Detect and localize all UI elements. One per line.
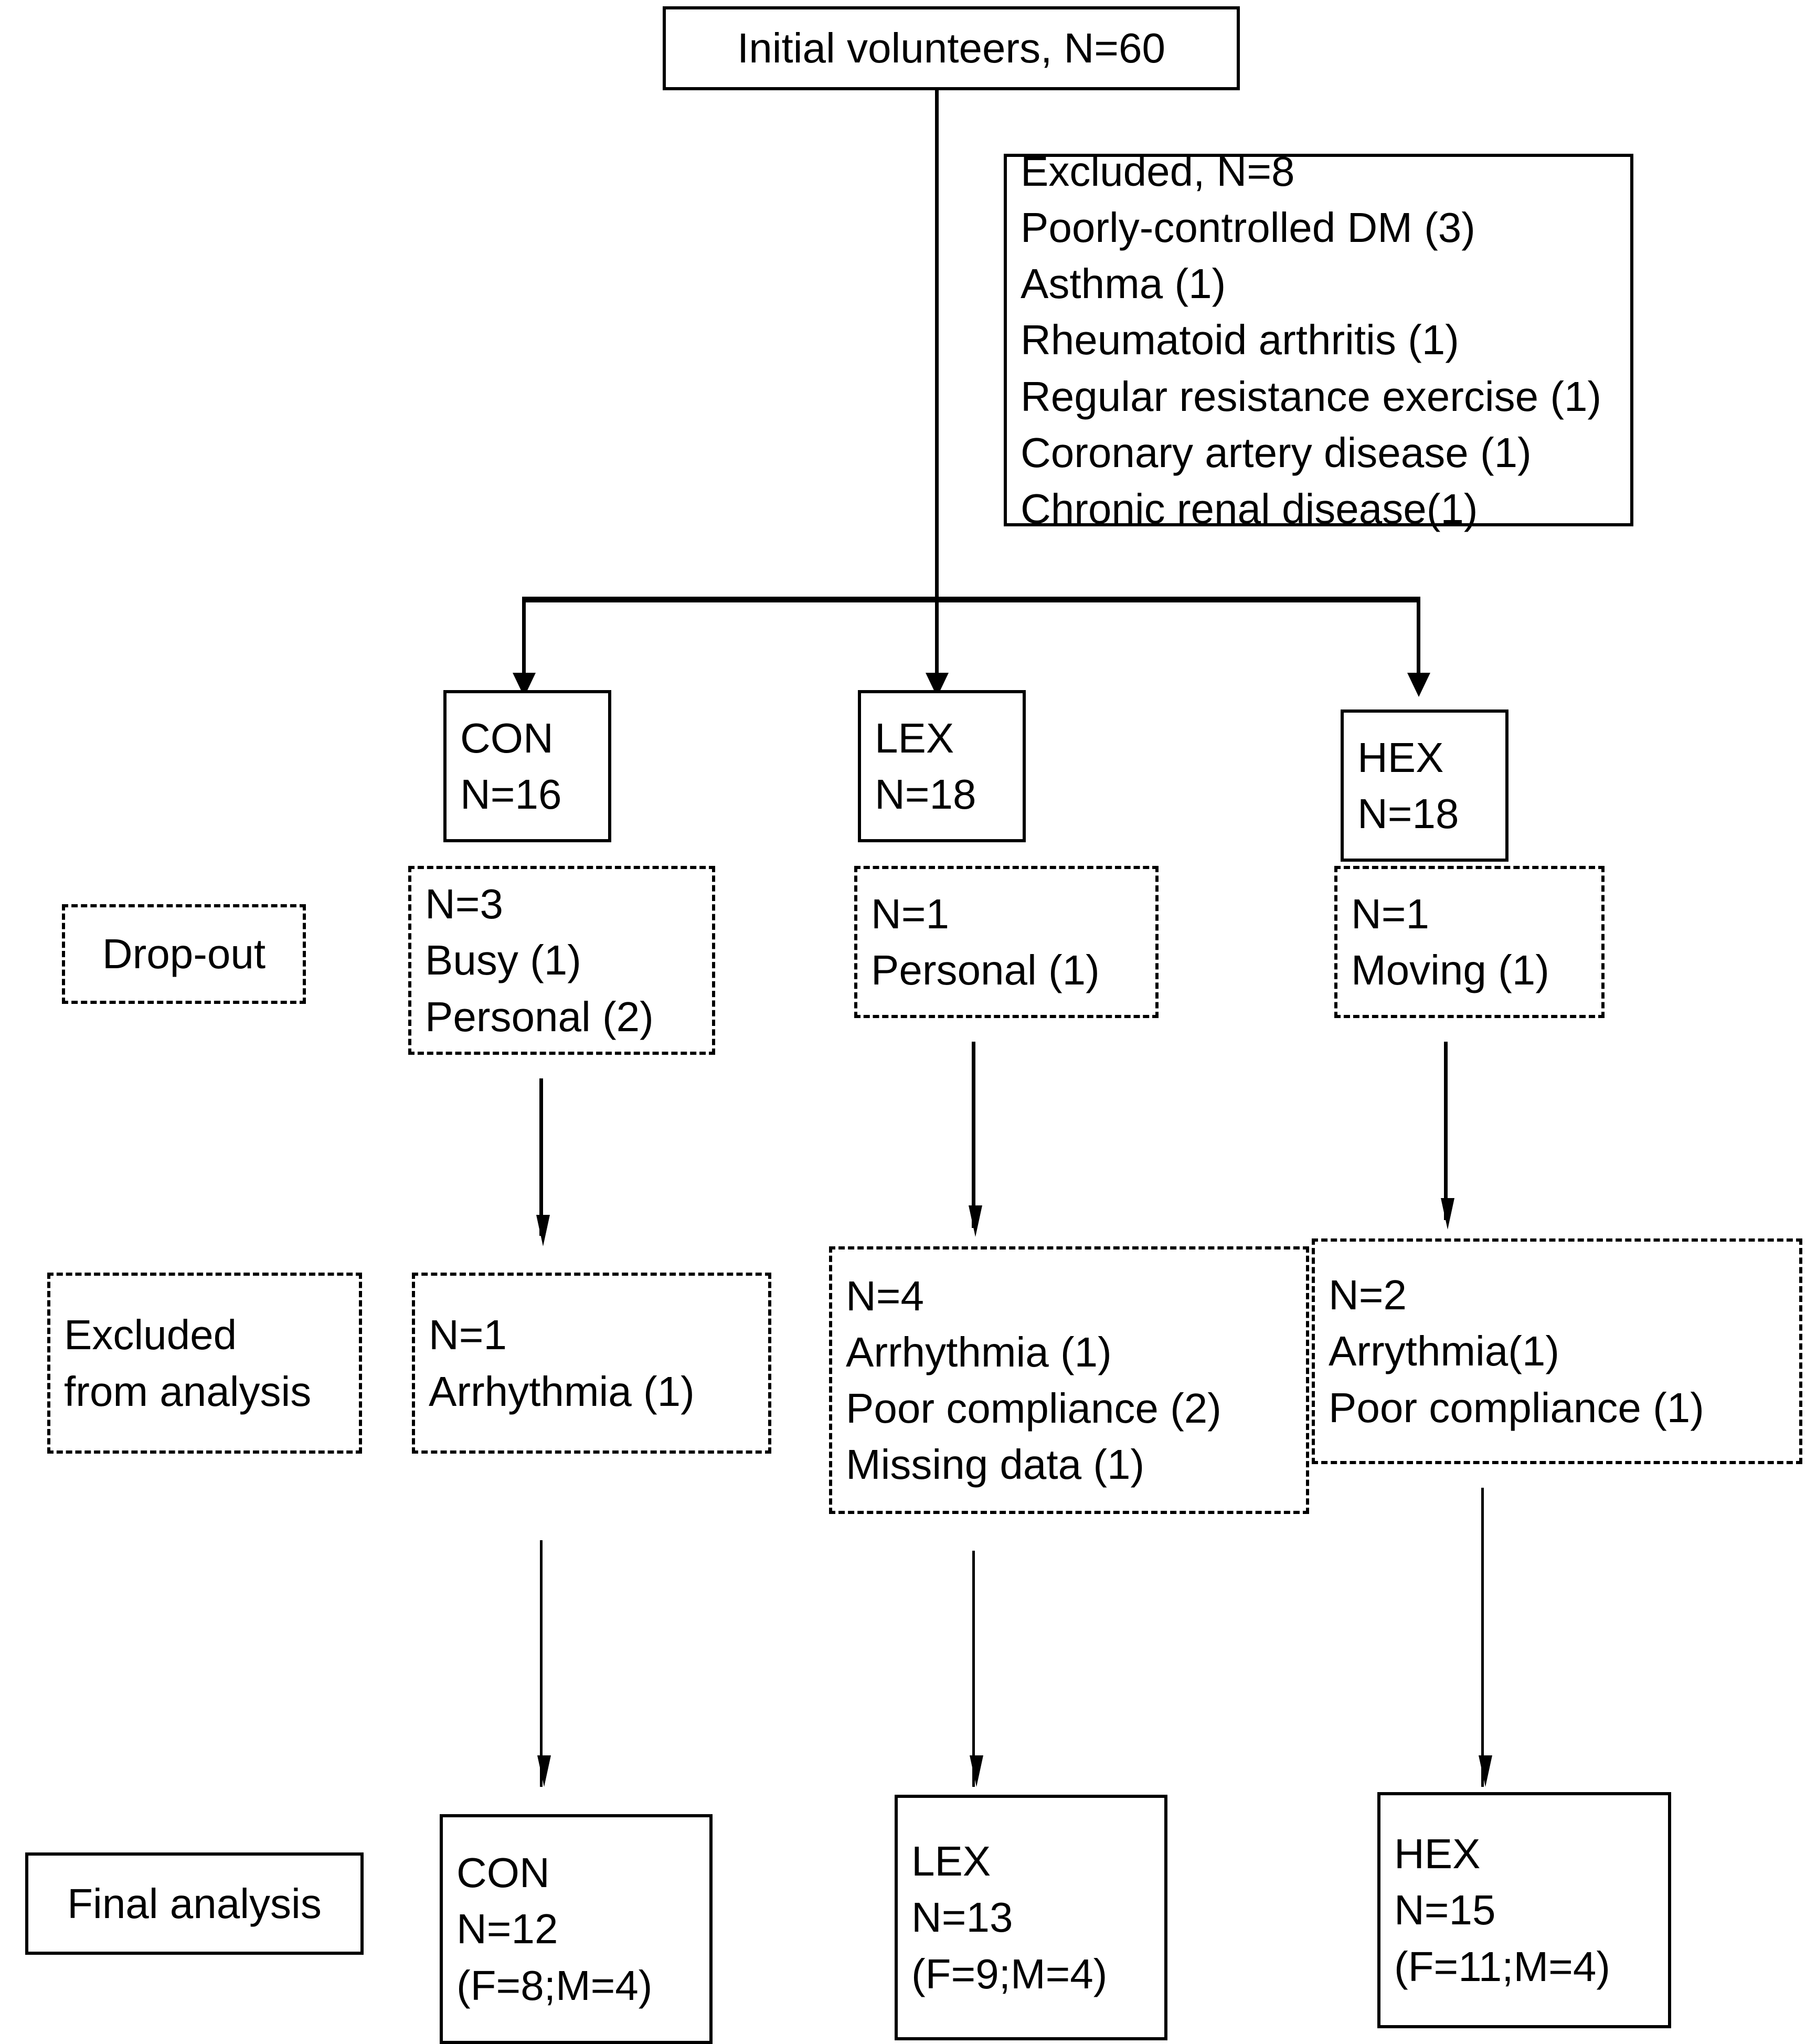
- group-box-lex: LEX N=18: [858, 690, 1026, 842]
- connector-to-con: [522, 597, 526, 685]
- arrowhead-con-final: [537, 1755, 551, 1787]
- dropout-reason-con: Busy (1): [425, 937, 581, 984]
- group-n-con: N=16: [460, 771, 562, 818]
- excluded-reason: Chronic renal disease(1): [1021, 485, 1478, 532]
- excluded-box: Excluded, N=8 Poorly-controlled DM (3) A…: [1004, 148, 1633, 532]
- connector-split-bar: [522, 597, 1420, 602]
- arrowhead-con-excluded: [536, 1215, 550, 1246]
- group-name-hex: HEX: [1357, 734, 1444, 781]
- excluded-reason-lex: Missing data (1): [846, 1441, 1145, 1488]
- final-sex-con: (F=8;M=4): [456, 1962, 653, 2009]
- final-box-lex: LEX N=13 (F=9;M=4): [895, 1795, 1167, 2040]
- excluded-from-analysis-box-con: N=1 Arrhythmia (1): [412, 1273, 771, 1454]
- group-box-hex: HEX N=18: [1341, 709, 1508, 862]
- excluded-n-con: N=1: [429, 1311, 507, 1359]
- excluded-reason: Regular resistance exercise (1): [1021, 373, 1602, 420]
- excluded-reason-lex: Arrhythmia (1): [846, 1328, 1112, 1375]
- row-label-excluded-line1: Excluded: [64, 1311, 237, 1359]
- excluded-reason-hex: Arrythmia(1): [1329, 1328, 1560, 1375]
- row-label-excluded-line2: from analysis: [64, 1368, 312, 1415]
- dropout-n-lex: N=1: [871, 890, 949, 937]
- excluded-reason-con: Arrhythmia (1): [429, 1368, 695, 1415]
- connector-con-dropout-to-excluded: [539, 1078, 543, 1236]
- dropout-n-hex: N=1: [1351, 890, 1429, 937]
- excluded-reason: Asthma (1): [1021, 260, 1226, 308]
- row-label-dropout: Drop-out: [62, 904, 306, 1004]
- connector-lex-dropout-to-excluded: [972, 1042, 975, 1228]
- row-label-excluded-from-analysis: Excluded from analysis: [47, 1273, 362, 1454]
- excluded-reason: Rheumatoid arthritis (1): [1021, 316, 1459, 364]
- group-name-lex: LEX: [875, 714, 954, 761]
- final-box-con: CON N=12 (F=8;M=4): [440, 1814, 713, 2044]
- excluded-from-analysis-box-hex: N=2 Arrythmia(1) Poor compliance (1): [1312, 1238, 1802, 1464]
- row-label-final-analysis: Final analysis: [25, 1852, 364, 1955]
- arrowhead-to-hex: [1407, 673, 1430, 697]
- arrowhead-hex-excluded: [1441, 1198, 1454, 1230]
- arrowhead-lex-final: [970, 1755, 983, 1787]
- connector-lex-to-final: [972, 1551, 975, 1787]
- dropout-box-lex: N=1 Personal (1): [854, 866, 1159, 1018]
- excluded-n-lex: N=4: [846, 1272, 924, 1319]
- group-n-hex: N=18: [1357, 790, 1459, 837]
- dropout-reason-con: Personal (2): [425, 993, 654, 1040]
- arrowhead-hex-final: [1479, 1755, 1492, 1787]
- final-n-hex: N=15: [1394, 1887, 1496, 1934]
- excluded-reason: Poorly-controlled DM (3): [1021, 204, 1475, 251]
- excluded-reason-lex: Poor compliance (2): [846, 1385, 1221, 1432]
- final-n-con: N=12: [456, 1905, 558, 1953]
- final-sex-lex: (F=9;M=4): [911, 1950, 1108, 1997]
- excluded-from-analysis-box-lex: N=4 Arrhythmia (1) Poor compliance (2) M…: [829, 1246, 1309, 1514]
- final-name-hex: HEX: [1394, 1830, 1481, 1878]
- row-label-final-analysis-text: Final analysis: [67, 1880, 322, 1927]
- dropout-reason-lex: Personal (1): [871, 947, 1100, 993]
- excluded-heading: Excluded, N=8: [1021, 147, 1295, 195]
- final-box-hex: HEX N=15 (F=11;M=4): [1377, 1792, 1671, 2028]
- connector-con-to-final: [540, 1540, 543, 1787]
- final-sex-hex: (F=11;M=4): [1394, 1943, 1610, 1990]
- group-n-lex: N=18: [875, 771, 976, 818]
- dropout-n-con: N=3: [425, 881, 503, 928]
- group-name-con: CON: [460, 714, 554, 761]
- connector-top-stem: [935, 90, 939, 600]
- connector-hex-dropout-to-excluded: [1444, 1042, 1448, 1220]
- row-label-dropout-text: Drop-out: [102, 930, 266, 978]
- connector-hex-to-final: [1481, 1488, 1484, 1787]
- dropout-reason-hex: Moving (1): [1351, 947, 1549, 993]
- dropout-box-con: N=3 Busy (1) Personal (2): [408, 866, 715, 1055]
- excluded-reason: Coronary artery disease (1): [1021, 429, 1532, 476]
- initial-volunteers-box: Initial volunteers, N=60: [663, 6, 1240, 90]
- arrowhead-lex-excluded: [969, 1205, 982, 1237]
- final-name-lex: LEX: [911, 1838, 991, 1885]
- dropout-box-hex: N=1 Moving (1): [1334, 866, 1605, 1018]
- connector-to-lex: [935, 597, 939, 685]
- final-n-lex: N=13: [911, 1894, 1013, 1941]
- connector-to-hex: [1417, 597, 1420, 685]
- excluded-n-hex: N=2: [1329, 1272, 1407, 1319]
- initial-volunteers-label: Initial volunteers, N=60: [737, 25, 1165, 72]
- final-name-con: CON: [456, 1849, 550, 1897]
- group-box-con: CON N=16: [443, 690, 611, 842]
- excluded-reason-hex: Poor compliance (1): [1329, 1384, 1704, 1431]
